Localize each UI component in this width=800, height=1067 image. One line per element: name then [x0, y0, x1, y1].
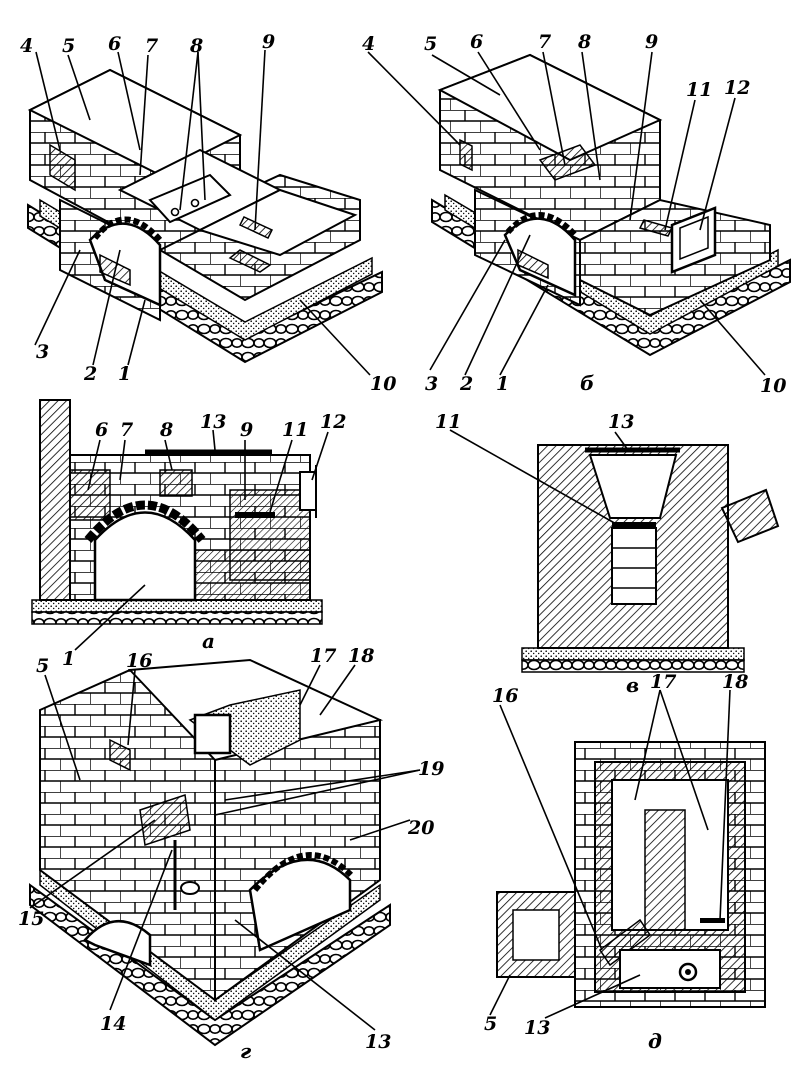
label-a13: 13	[200, 411, 226, 433]
label-b3: 3	[425, 373, 438, 395]
label-m1: 1	[118, 363, 131, 385]
label-b8: 8	[577, 31, 591, 53]
label-b12: 12	[724, 77, 750, 99]
panel-v-section	[521, 444, 780, 673]
label-d16: 16	[492, 685, 518, 707]
label-a8: 8	[159, 419, 173, 441]
label-g19: 19	[418, 758, 444, 780]
label-a12: 12	[320, 411, 346, 433]
label-a11: 11	[282, 419, 308, 441]
label-g13: 13	[365, 1031, 391, 1053]
label-m10: 10	[370, 373, 396, 395]
label-m5: 5	[62, 35, 75, 57]
label-d18: 18	[722, 671, 748, 693]
label-g15: 15	[18, 908, 44, 930]
label-a7: 7	[120, 419, 133, 441]
labels: 4 5 6 7 8 9 3 2 1 10 4 5 6 7 8 9 11 12 3…	[18, 31, 786, 1063]
label-d13: 13	[524, 1017, 550, 1039]
label-a9: 9	[240, 419, 253, 441]
label-b7: 7	[538, 31, 551, 53]
leader-lines	[29, 49, 766, 1031]
label-b11: 11	[686, 79, 712, 101]
label-b10: 10	[760, 375, 786, 397]
label-m6: 6	[108, 33, 121, 55]
label-g17: 17	[310, 645, 336, 667]
label-v11: 11	[435, 411, 461, 433]
label-b1: 1	[496, 373, 509, 395]
panel-d-plan	[496, 741, 766, 1008]
label-b4: 4	[362, 33, 375, 55]
label-m7: 7	[145, 35, 158, 57]
label-m4: 4	[20, 35, 33, 57]
label-b5: 5	[424, 33, 437, 55]
panel-main-isometric	[27, 68, 383, 364]
caption-g: г	[240, 1039, 252, 1063]
label-b6: 6	[470, 31, 483, 53]
caption-d: д	[648, 1029, 662, 1053]
label-g16: 16	[126, 650, 152, 672]
label-v13: 13	[608, 411, 634, 433]
label-g14: 14	[100, 1013, 126, 1035]
label-b2: 2	[459, 373, 473, 395]
label-a6: 6	[95, 419, 108, 441]
caption-a: а	[202, 629, 215, 653]
label-m9: 9	[262, 31, 275, 53]
caption-v: в	[626, 673, 639, 697]
label-m2: 2	[83, 363, 97, 385]
panel-g-isometric	[29, 658, 391, 1047]
label-m8: 8	[189, 35, 203, 57]
label-b9: 9	[645, 31, 658, 53]
caption-b: б	[580, 371, 594, 395]
panel-a-section	[31, 399, 323, 625]
label-d17: 17	[650, 671, 676, 693]
label-a1: 1	[62, 648, 75, 670]
label-g20: 20	[407, 817, 434, 839]
label-g18: 18	[348, 645, 374, 667]
label-d5: 5	[484, 1013, 497, 1035]
label-m3: 3	[36, 341, 49, 363]
panel-b-isometric	[431, 53, 791, 357]
label-g5: 5	[36, 655, 49, 677]
